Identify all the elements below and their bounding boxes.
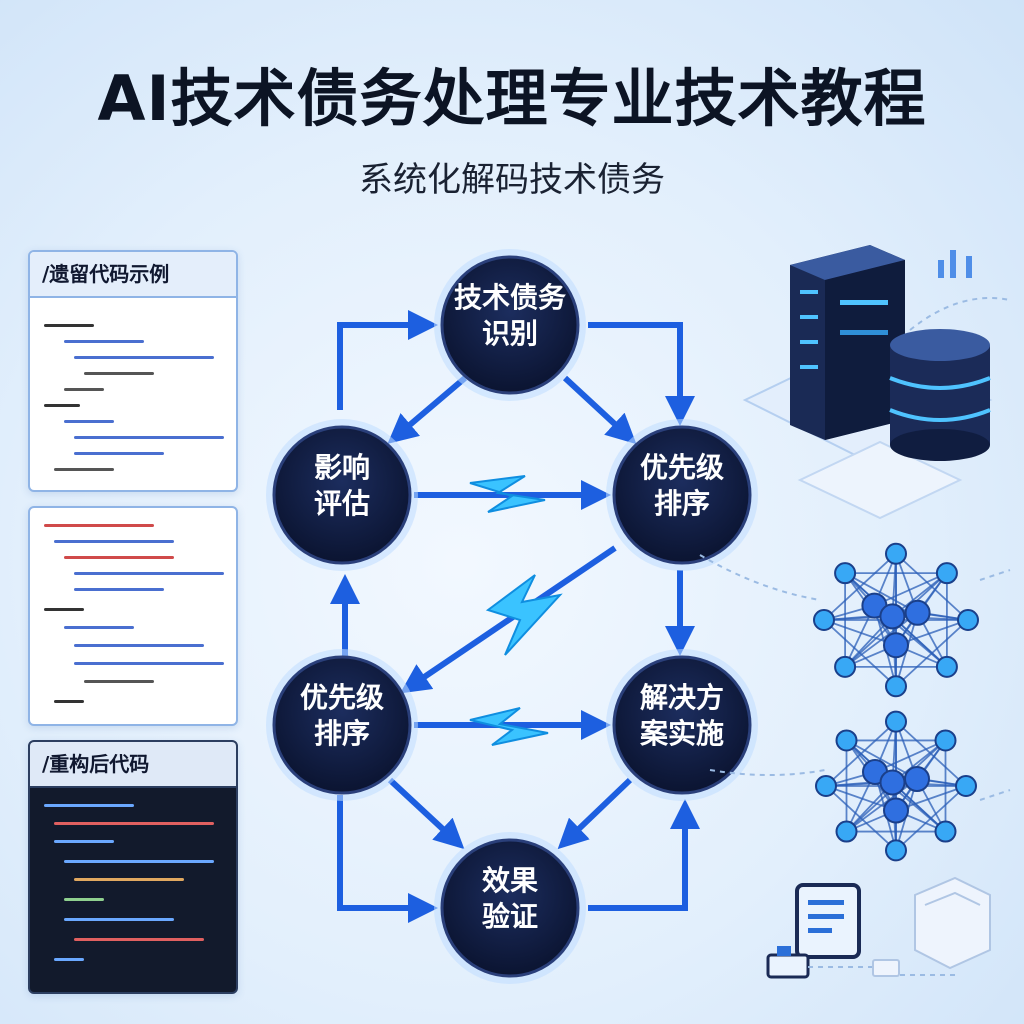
- printer-icon: [914, 876, 991, 970]
- network-icon: [813, 542, 979, 698]
- legacy-code-title: /遗留代码示例: [30, 252, 236, 298]
- database-icon: [889, 329, 991, 461]
- arrow-identify-to-priority: [588, 322, 695, 426]
- lightning-icon-top: [469, 475, 546, 513]
- bar-chart-icon: [938, 250, 972, 278]
- refactored-code-title: /重构后代码: [30, 742, 236, 788]
- node-label-priority-right-1: 排序: [654, 487, 710, 520]
- page-subtitle: 系统化解码技术债务: [359, 160, 665, 200]
- node-label-priority-right-0: 优先级: [640, 451, 724, 484]
- arrow-priority-left-to-verify: [387, 777, 465, 850]
- lightning-icons: [469, 475, 563, 746]
- arrow-priority-right-to-left: [400, 545, 617, 694]
- node-label-solution-1: 案实施: [640, 717, 724, 750]
- node-label-solution-0: 解决方: [640, 681, 724, 714]
- node-label-identify-1: 识别: [482, 317, 538, 350]
- node-label-priority-left-0: 优先级: [300, 681, 384, 714]
- network-icon-2: [815, 710, 977, 862]
- arrow-solution-to-verify: [557, 777, 633, 850]
- node-label-identify-0: 技术债务: [454, 281, 566, 314]
- arrow-identify-to-impact-diag: [387, 375, 467, 444]
- page-title: AI技术债务处理专业技术教程: [97, 62, 927, 135]
- dashed-connectors: [699, 554, 1011, 801]
- lightning-icon-middle: [485, 574, 563, 656]
- legacy-code-panel: /遗留代码示例: [28, 250, 238, 492]
- document-icon: [795, 883, 861, 959]
- node-label-verify-1: 验证: [482, 900, 538, 933]
- node-label-impact-1: 评估: [314, 487, 370, 520]
- arrow-identify-to-priority-diag: [562, 375, 637, 445]
- refactored-code-panel: /重构后代码: [28, 740, 238, 994]
- arrow-verify-to-solution: [588, 799, 700, 911]
- node-label-verify-0: 效果: [482, 864, 538, 897]
- server-icon: [790, 245, 905, 440]
- flow-arrows: [330, 310, 700, 923]
- arrow-priority-left-to-verify-corner: [337, 795, 438, 923]
- node-label-impact-0: 影响: [314, 451, 370, 484]
- server-illustration: [742, 245, 1011, 520]
- node-label-priority-left-1: 排序: [314, 717, 370, 750]
- lightning-icon-bottom: [469, 707, 549, 746]
- legacy-code-panel-2: [28, 506, 238, 726]
- arrow-impact-to-identify: [337, 310, 438, 410]
